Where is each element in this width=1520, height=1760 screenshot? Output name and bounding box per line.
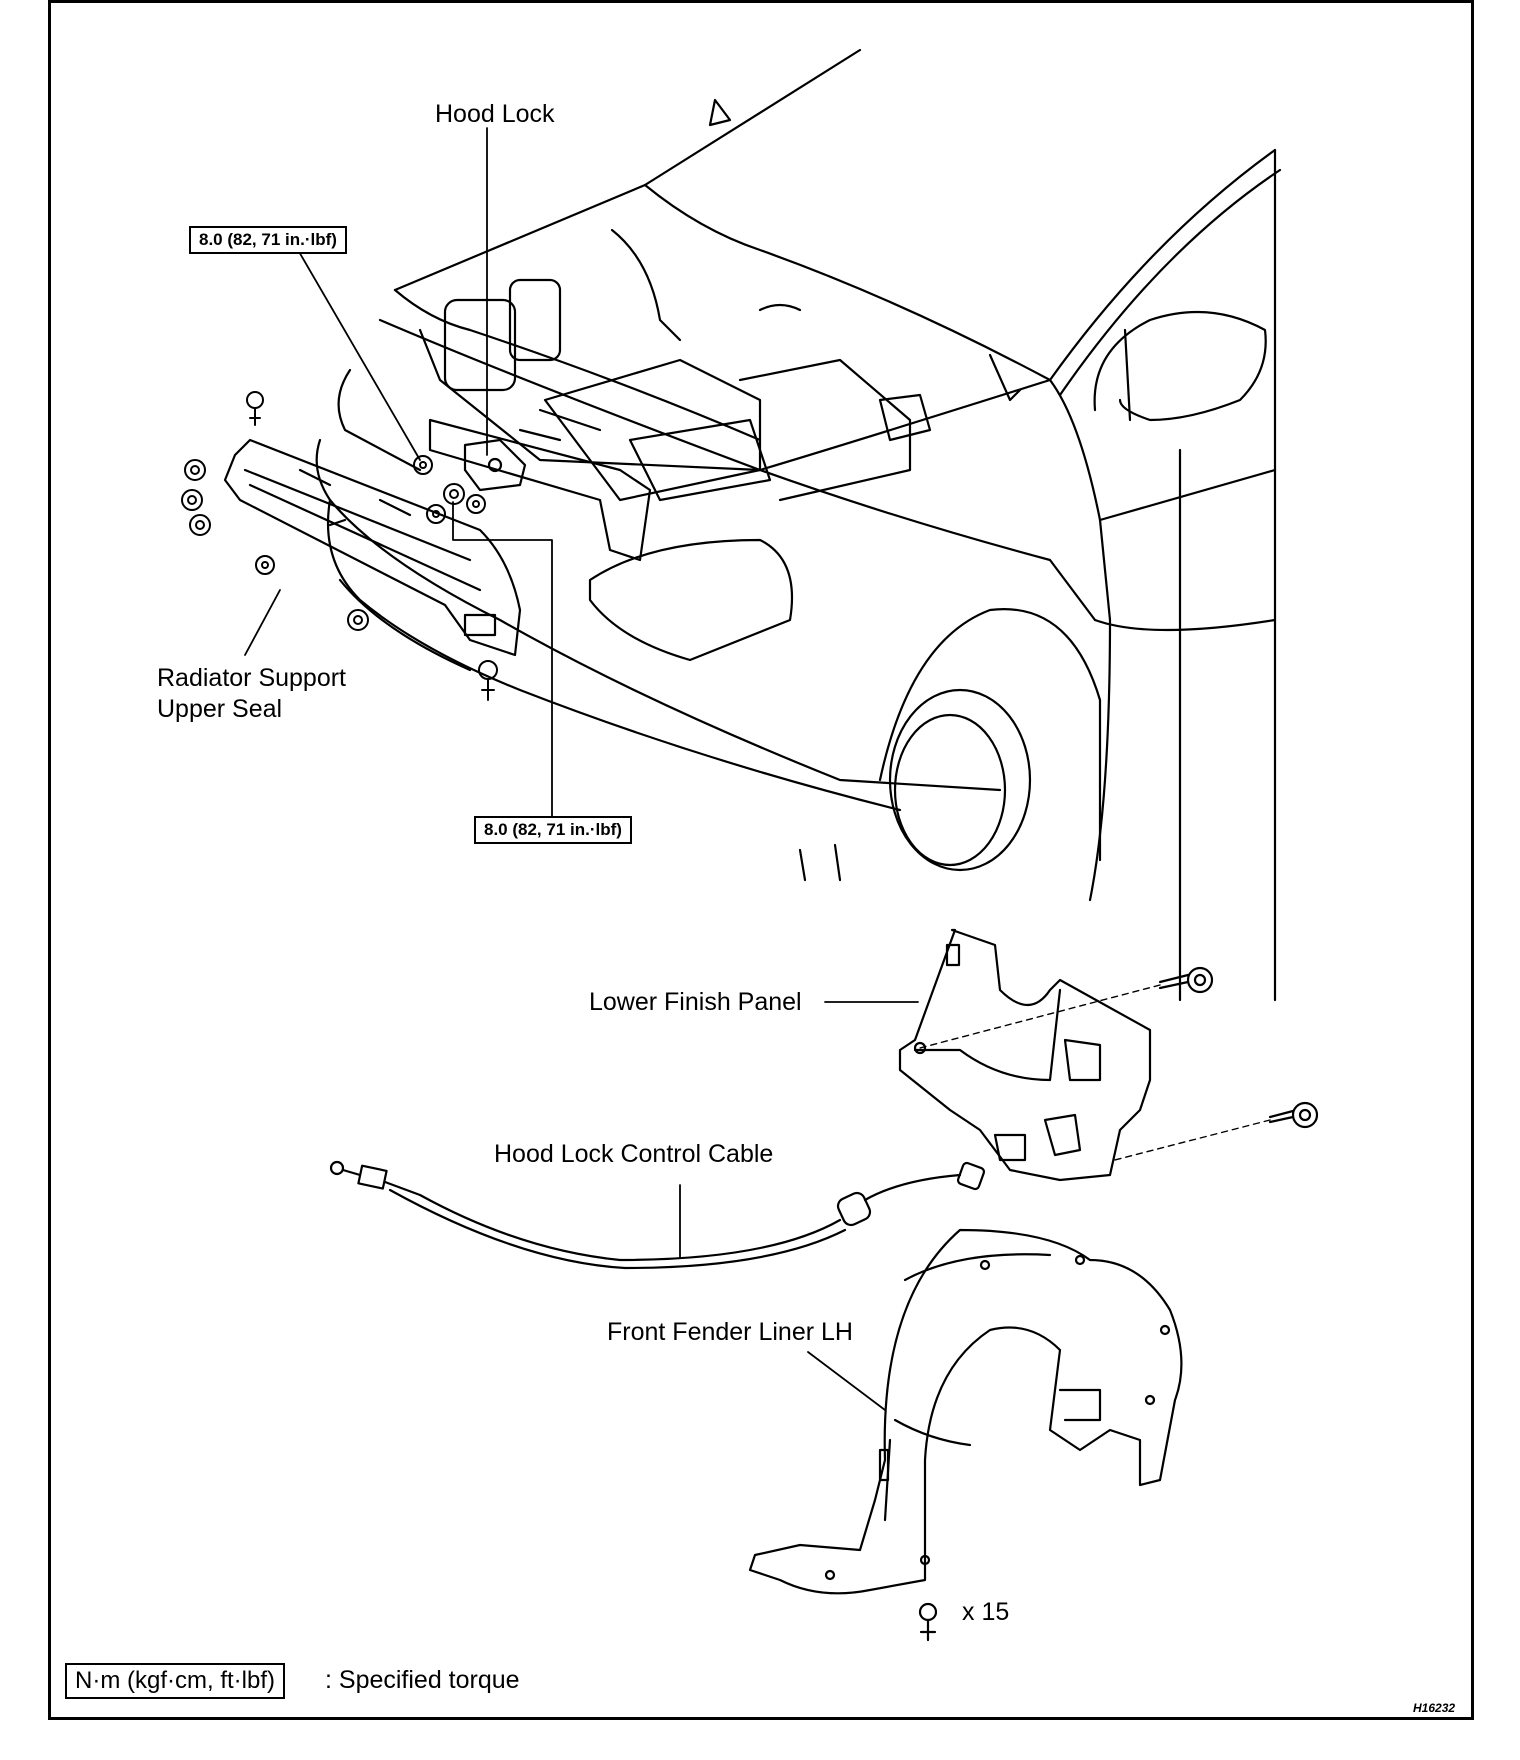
label-lower-finish-panel: Lower Finish Panel: [589, 988, 802, 1016]
torque-spec-bottom: 8.0 (82, 71 in.·lbf): [474, 816, 632, 844]
panel-bolt-dashed-lines: [919, 984, 1271, 1161]
label-quantity: x 15: [962, 1598, 1010, 1626]
label-front-fender-liner: Front Fender Liner LH: [607, 1318, 853, 1346]
label-radiator-support-line1: Radiator Support: [157, 664, 347, 692]
torque-spec-top: 8.0 (82, 71 in.·lbf): [189, 226, 347, 254]
hood-lock-control-cable-part: [329, 1160, 986, 1270]
legend-description: : Specified torque: [325, 1666, 520, 1694]
label-hood-lock: Hood Lock: [435, 100, 555, 128]
diagram-frame: [48, 0, 1474, 1720]
leader-lines-top: [244, 127, 553, 823]
vehicle-front-illustration: [315, 48, 1282, 1002]
figure-code: H16232: [1413, 1701, 1456, 1715]
legend-unit-box: N·m (kgf·cm, ft·lbf): [65, 1663, 285, 1699]
radiator-support-upper-seal: [223, 438, 522, 657]
front-fender-liner-part: [748, 1228, 1183, 1595]
leader-fender-liner: [807, 1351, 886, 1411]
fender-liner-clip: [918, 1602, 938, 1642]
hood-lock-part: [463, 438, 527, 492]
lower-finish-panel-part: [898, 928, 1152, 1182]
panel-bolts: [1158, 966, 1319, 1129]
label-hood-lock-control-cable: Hood Lock Control Cable: [494, 1140, 774, 1168]
label-radiator-support-line2: Upper Seal: [157, 695, 283, 723]
fasteners-group: [181, 391, 498, 701]
